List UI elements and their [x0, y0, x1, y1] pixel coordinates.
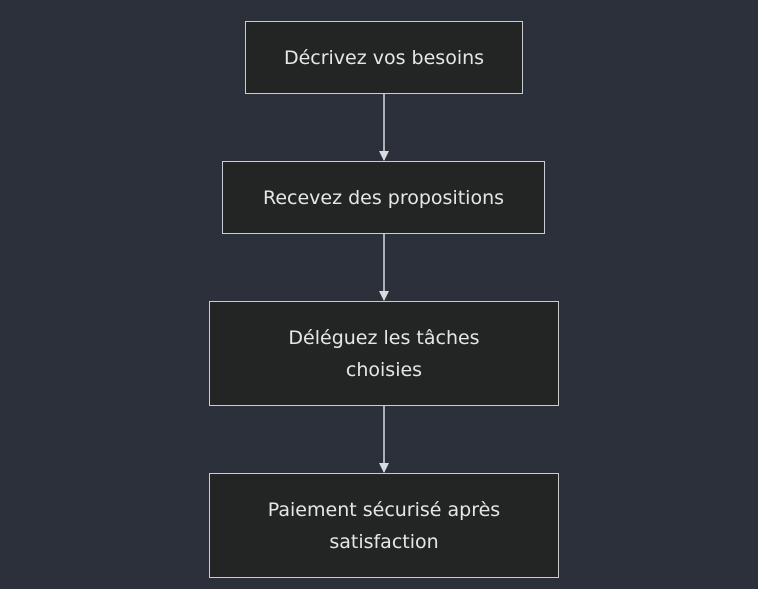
flow-step-label: Déléguez les tâches choisies	[288, 326, 480, 381]
flow-step-label: Décrivez vos besoins	[283, 46, 485, 69]
flow-step-label: Paiement sécurisé après satisfaction	[267, 498, 501, 553]
flow-step-delegate-tasks: Déléguez les tâches choisies	[209, 301, 559, 406]
flow-step-describe-needs: Décrivez vos besoins	[245, 21, 523, 94]
flow-step-label: Recevez des propositions	[262, 186, 505, 209]
flow-step-secure-payment: Paiement sécurisé après satisfaction	[209, 473, 559, 578]
flow-step-receive-proposals: Recevez des propositions	[222, 161, 545, 234]
